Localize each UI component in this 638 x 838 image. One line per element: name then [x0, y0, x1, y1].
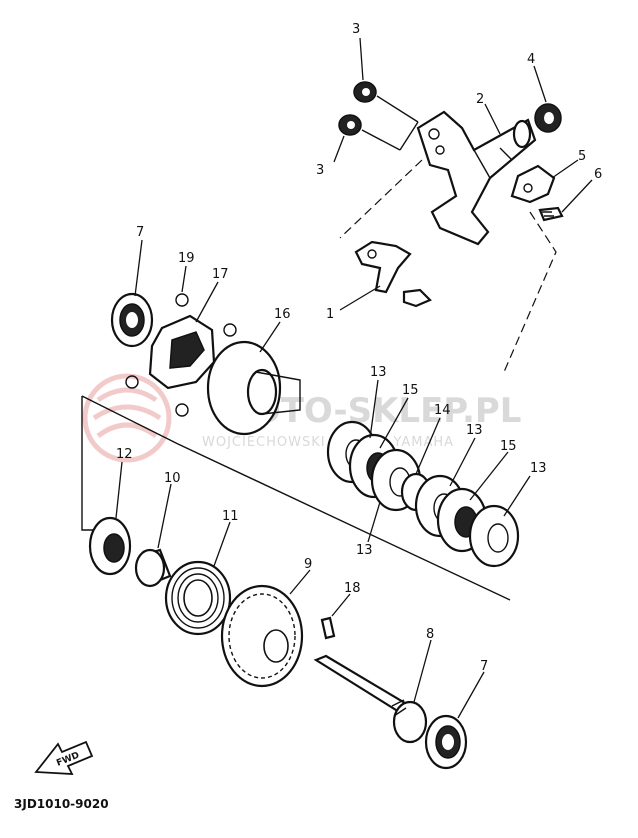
diagram-code: 3JD1010-9020 [14, 797, 109, 811]
callout-9: 9 [304, 557, 312, 572]
callout-10: 10 [164, 471, 181, 486]
callout-7-right: 7 [480, 659, 488, 674]
part-4-washer [534, 103, 562, 133]
part-9-gear [220, 584, 304, 688]
callout-14: 14 [434, 403, 451, 418]
callout-7-left: 7 [136, 225, 144, 240]
callout-1: 1 [326, 307, 334, 322]
shaft-assembly [81, 292, 520, 770]
callout-8: 8 [426, 627, 434, 642]
part-16-clutch-boss [206, 340, 301, 436]
part-19-pin [320, 616, 336, 640]
plates-stack [326, 420, 520, 568]
part-12-oil-seal [88, 516, 132, 576]
fwd-arrow: FWD [34, 740, 94, 775]
part-18-balls [125, 293, 237, 417]
part-7-bearing-right [424, 714, 468, 770]
part-17-cam [148, 314, 216, 390]
callout-13-c: 13 [530, 461, 547, 476]
shift-lever-assembly [338, 81, 564, 373]
part-5-stopper [510, 164, 556, 204]
callout-11: 11 [222, 509, 239, 524]
leader-lines [115, 37, 593, 719]
callout-19: 18 [344, 581, 361, 596]
callout-labels: 3 2 3 4 5 6 1 7 19 17 16 13 15 14 13 15 … [116, 22, 602, 674]
part-1-shift-arm [354, 240, 432, 308]
callout-15-b: 15 [500, 439, 517, 454]
callout-2: 2 [476, 92, 484, 107]
callout-13-a: 13 [370, 365, 387, 380]
callout-13-d: 13 [356, 543, 373, 558]
callout-6: 6 [594, 167, 602, 182]
part-13-plate-d [468, 504, 520, 568]
part-2-shift-lever [416, 110, 537, 246]
callout-3-top: 3 [352, 22, 360, 37]
callout-15-a: 15 [402, 383, 419, 398]
watermark: MOTO-SKLEP.PL WOJCIECHOWSKI DEALER YAMAH… [82, 373, 521, 463]
part-8-shaft [313, 654, 428, 744]
callout-5: 5 [578, 149, 586, 164]
callout-18: 19 [178, 251, 195, 266]
callout-16: 16 [274, 307, 291, 322]
callout-4: 4 [527, 52, 535, 67]
part-3-nut-top [353, 81, 377, 103]
callout-13-b: 13 [466, 423, 483, 438]
part-3-nut-lower [338, 114, 362, 136]
part-10-collar [134, 548, 172, 588]
callout-17: 17 [212, 267, 229, 282]
part-11-spring [164, 560, 232, 636]
callout-12: 12 [116, 447, 133, 462]
part-7-bearing-left [110, 292, 154, 348]
part-6-bolt [538, 206, 564, 222]
watermark-logo [82, 373, 172, 463]
callout-3-lower: 3 [316, 163, 324, 178]
